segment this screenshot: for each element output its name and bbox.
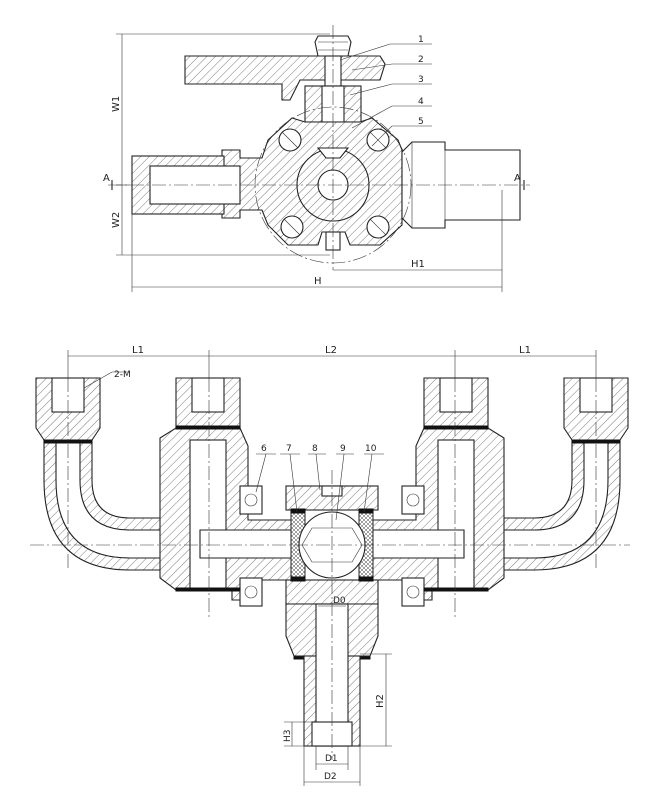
dim-w1: W1 (111, 96, 122, 112)
dim-w2: W2 (111, 212, 122, 228)
dim-l2: L2 (325, 345, 337, 356)
section-mark-right: A (514, 173, 521, 184)
callout-5: 5 (418, 117, 424, 127)
callout-2: 2 (418, 55, 424, 65)
dim-d0: D0 (333, 596, 346, 606)
stem-nut (314, 35, 352, 57)
dimensions-bottom: D0 H2 H3 D1 D2 (283, 596, 392, 786)
section-mark-left: A (103, 173, 110, 184)
dim-l1-left: L1 (132, 345, 144, 356)
dim-h: H (314, 276, 322, 287)
callout-8: 8 (312, 444, 318, 454)
bolts (239, 485, 425, 607)
dimensions-bottom-top: L1 L2 L1 (67, 345, 597, 380)
dim-l1-right: L1 (519, 345, 531, 356)
callouts-top: 1 2 3 4 5 (339, 35, 432, 147)
callouts-bottom: 6 7 8 9 10 (255, 444, 384, 521)
callout-4: 4 (418, 97, 424, 107)
dim-h2: H2 (375, 694, 386, 708)
dim-h1: H1 (411, 259, 425, 270)
dim-h3: H3 (283, 730, 293, 743)
right-body-block (367, 427, 505, 601)
callout-3: 3 (418, 75, 424, 85)
dim-d1: D1 (325, 754, 338, 764)
bottom-view: L1 L2 L1 2-M (30, 345, 630, 786)
dimensions-top: W1 W2 H1 H (111, 33, 503, 292)
dim-d2: D2 (324, 772, 337, 782)
callout-9: 9 (340, 444, 346, 454)
right-inner-cap (423, 377, 489, 441)
thread-callout: 2-M (114, 370, 131, 380)
callout-6: 6 (261, 444, 267, 454)
callout-1: 1 (418, 35, 424, 45)
left-inner-cap (175, 377, 241, 441)
callout-10: 10 (365, 444, 377, 454)
callout-7: 7 (286, 444, 292, 454)
top-view: A A 1 2 3 4 5 W1 W2 H1 H (103, 25, 530, 292)
